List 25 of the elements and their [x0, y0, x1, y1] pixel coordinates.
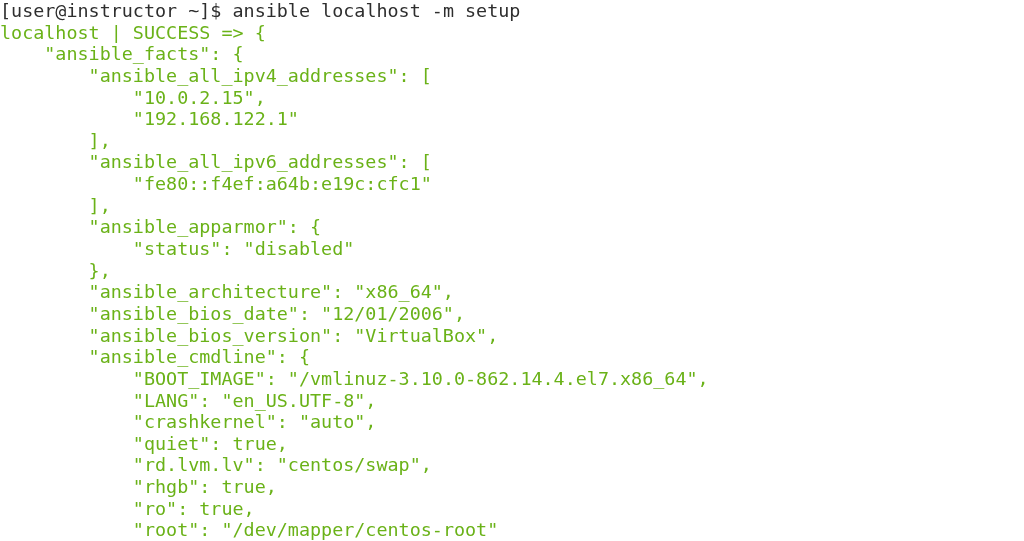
output-line: "rd.lvm.lv": "centos/swap",: [132, 454, 432, 477]
output-line: "rhgb": true,: [132, 476, 277, 498]
output-line: "crashkernel": "auto",: [132, 411, 377, 433]
output-line: "192.168.122.1": [132, 108, 299, 130]
output-line: "root": "/dev/mapper/centos-root": [132, 519, 499, 541]
output-line: "ansible_all_ipv6_addresses": [: [88, 151, 432, 174]
output-line: "ansible_all_ipv4_addresses": [: [88, 64, 432, 87]
output-line: "quiet": true,: [132, 432, 288, 455]
output-line: "BOOT_IMAGE": "/vmlinuz-3.10.0-862.14.4.el7.x86_64",: [132, 367, 709, 390]
output-line: "status": "disabled": [132, 238, 355, 260]
output-line: "ansible_cmdline": {: [88, 346, 310, 368]
output-line: ],: [88, 129, 111, 152]
output-line: localhost | SUCCESS => {: [0, 21, 266, 44]
output-line: "ansible_apparmor": {: [88, 216, 322, 239]
output-line: "fe80::f4ef:a64b:e19c:cfc1": [132, 173, 432, 195]
output-line: "ansible_bios_version": "VirtualBox",: [88, 324, 499, 347]
command-prompt-line: [user@instructor ~]$ ansible localhost -m setup: [0, 0, 521, 22]
output-line: "ansible_architecture": "x86_64",: [88, 281, 454, 303]
output-line: "LANG": "en_US.UTF-8",: [132, 389, 377, 412]
output-line: "ro": true,: [132, 497, 255, 520]
output-line: },: [88, 259, 111, 282]
output-line: "ansible_bios_date": "12/01/2006",: [88, 302, 465, 325]
output-line: ],: [88, 194, 111, 217]
output-line: "ansible_facts": {: [44, 43, 244, 65]
output-line: "10.0.2.15",: [132, 86, 266, 109]
